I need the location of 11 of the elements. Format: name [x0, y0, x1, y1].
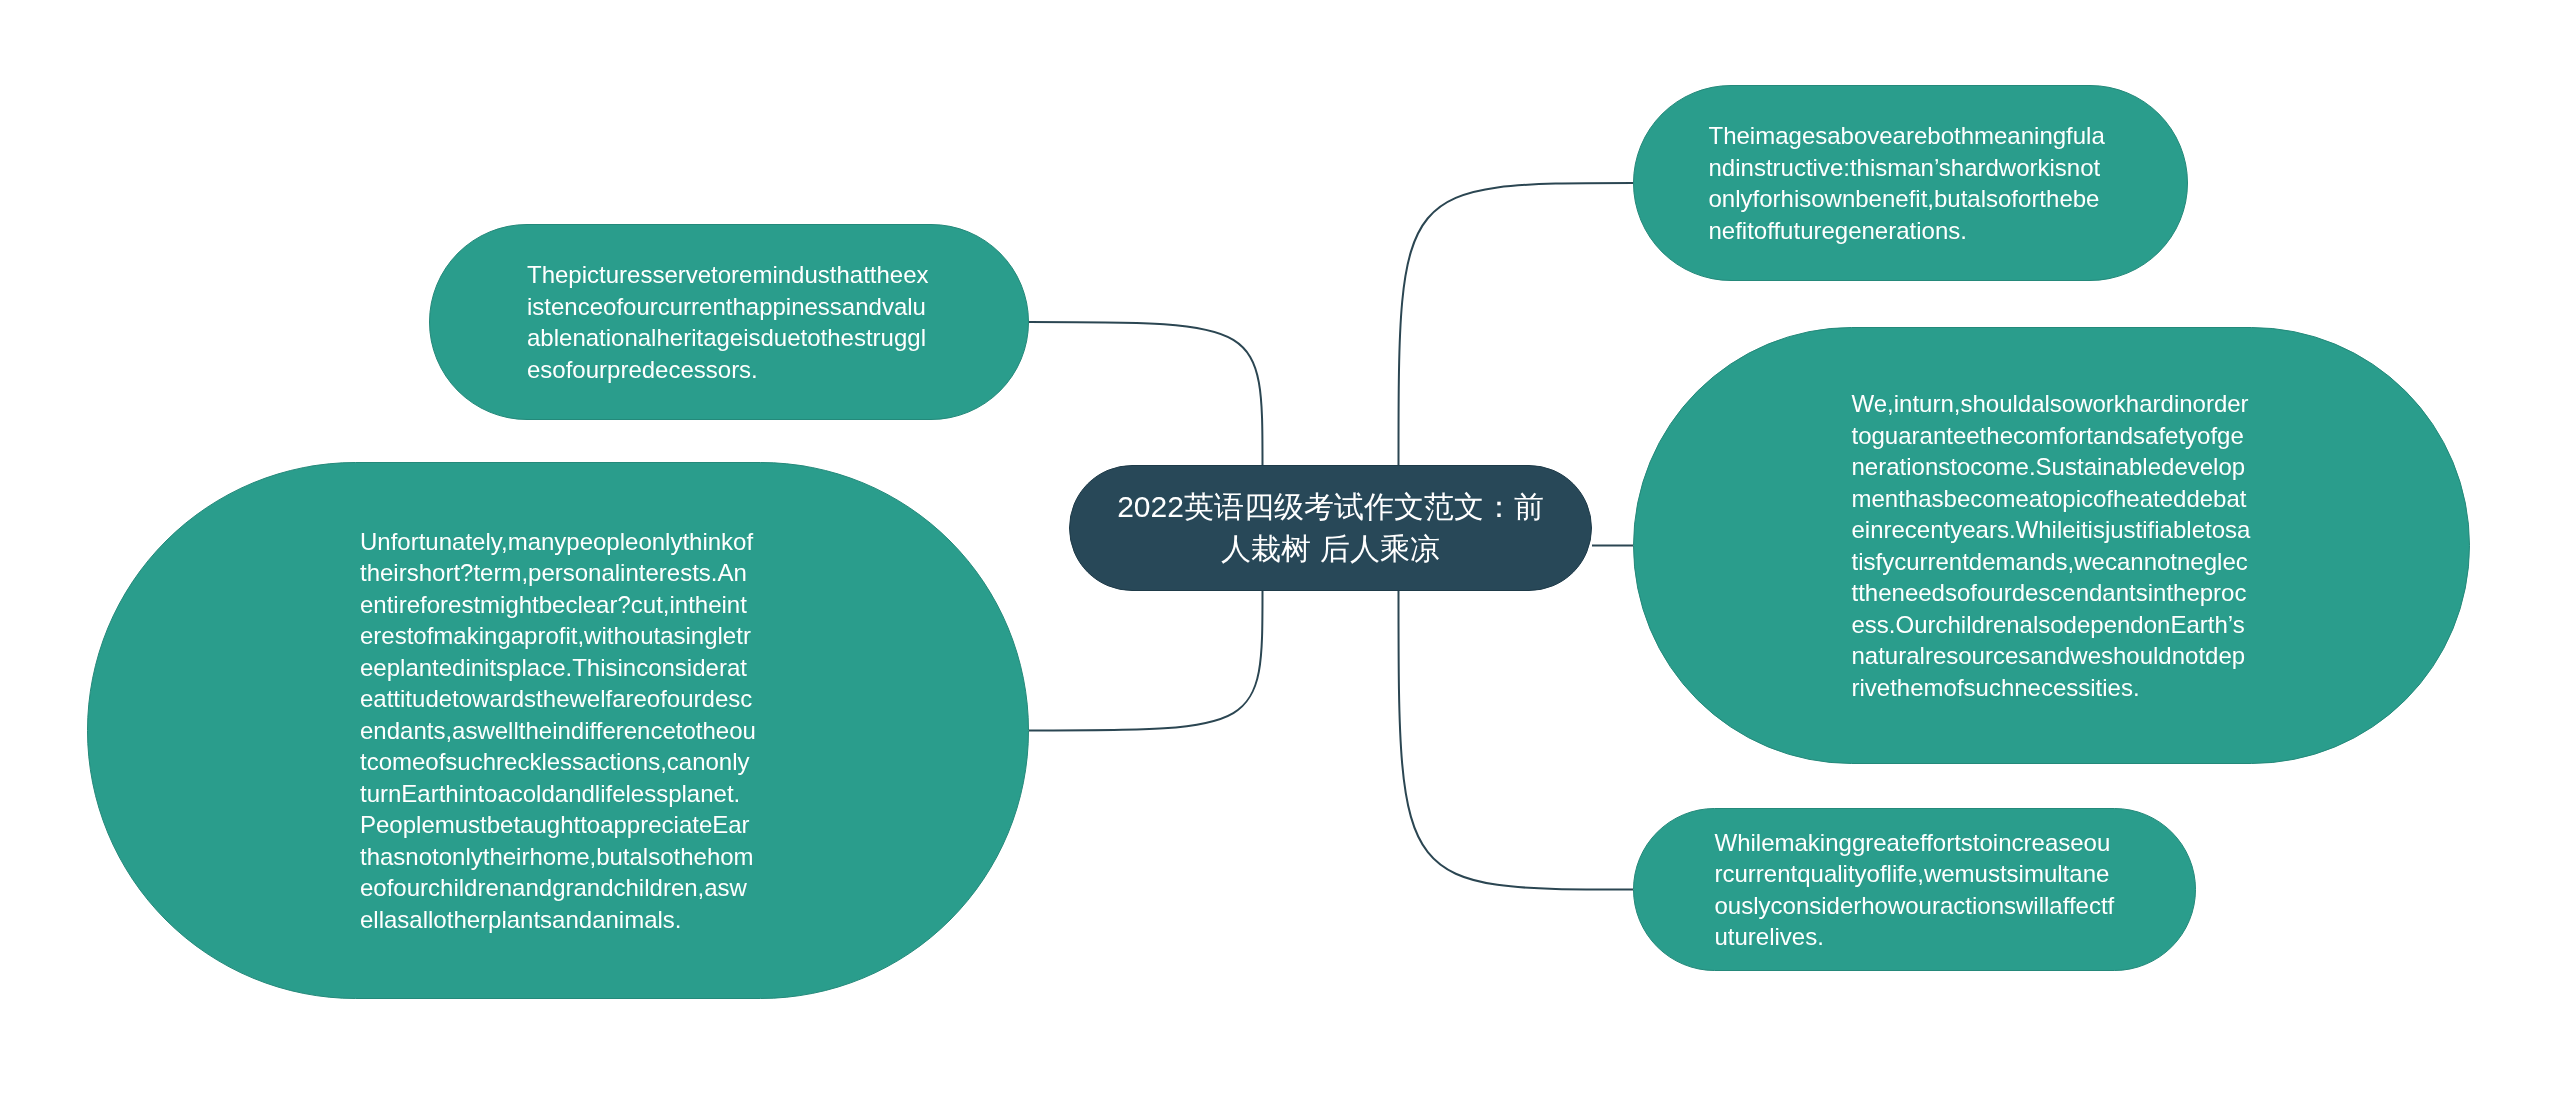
connector-line: [1591, 544, 1634, 547]
paragraph-text: Thepicturesservetoremindusthattheexistenceofourcurrenthappinessandvaluablenationalheritageisduetothestrugglesofourpredecessors.: [527, 260, 930, 385]
paragraph-text: Whilemakinggreateffortstoincreaseourcurrentqualityoflife,wemustsimultaneouslyconsiderhowouractionswillaffectfuturelives.: [1714, 827, 2115, 952]
title-text: 2022英语四级考试作文范文：前人栽树 后人乘凉: [1116, 489, 1545, 567]
paragraph-text: Theimagesabovearebothmeaningfulandinstructive:thisman’shardworkisnotonlyforhisownbenefit,butalsoforthebenefitoffuturegenerations.: [1708, 121, 2106, 246]
connector-line: [1028, 590, 1264, 732]
paragraph-text: We,inturn,shouldalsoworkhardinordertoguaranteethecomfortandsafetyofgenerationstocome.Sustainabledevelopmenthasbecomeatopicofheateddebateinrecentyears.Whileitisjustifiabletosatisfycurrentdemands,wecannotneglecttheneedsofourdescendantsintheprocess.OurchildrenalsodependonEarth’snaturalresourcesandweshouldnotdeprivethemofsuchnecessities.: [1851, 389, 2252, 703]
connector-line: [1397, 182, 1634, 466]
paragraph-text: Unfortunately,manypeopleonlythinkoftheirshort?term,personalinterests.Anentireforestmightbeclear?cut,intheinterestofmakingaprofit,withoutasingletreeplantedinitsplace.Thisinconsiderateattitudetowardsthewelfareofourdescendants,aswelltheindifferencetotheoutcomeofsuchrecklessactions,canonlyturnEarthintoacoldandlifelessplanet.PeoplemustbetaughttoappreciateEarthasnotonlytheirhome,butalsothehomeofourchildrenandgrandchildren,aswellasallotherplantsandanimals.: [360, 526, 756, 935]
connector-line: [1397, 590, 1634, 891]
connector-line: [1028, 321, 1264, 466]
